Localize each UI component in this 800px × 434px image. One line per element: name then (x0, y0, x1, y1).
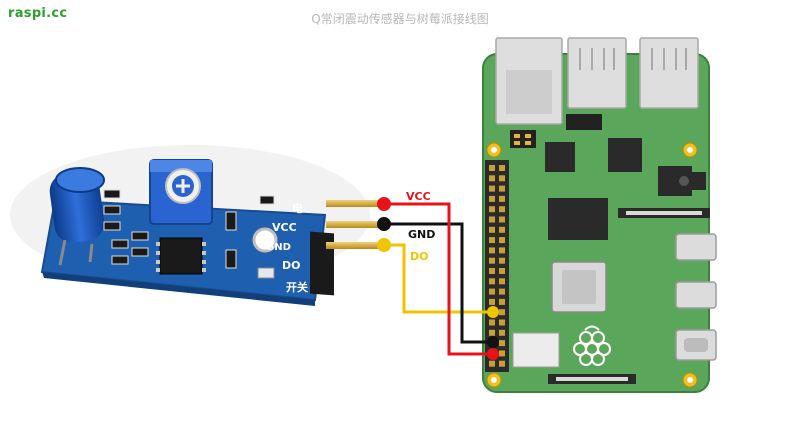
micro-hdmi-port-1 (675, 233, 717, 261)
usb-port-1 (567, 37, 627, 109)
header-pin-gnd (326, 221, 386, 228)
gpio-pin (489, 278, 495, 285)
gpio-pin (499, 268, 505, 274)
silk-label-switch: 开关 (286, 280, 308, 294)
gpio-pin (489, 288, 495, 295)
brand-logo-text: raspi.cc (8, 6, 68, 21)
pi-component (566, 114, 602, 130)
pi-vcc-pin-dot (487, 348, 499, 360)
wire-vcc (384, 202, 493, 356)
gpio-pin (499, 206, 505, 213)
potentiometer (149, 159, 213, 225)
usb-port-2 (639, 37, 699, 109)
pin-header-block (310, 231, 334, 296)
gpio-pin (499, 278, 505, 285)
raspberry-logo (573, 325, 611, 366)
gpio-pin (489, 195, 495, 202)
gnd-label: GND (408, 228, 435, 241)
vibration-sensor-module: 电 VCC GND DO 开关 (40, 159, 386, 306)
sensor-pcb-edge (42, 272, 315, 306)
diagram-title: Q常闭震动传感器与树莓派接线图 (311, 12, 489, 26)
wire-gnd (384, 222, 493, 344)
gpio-pin (499, 247, 505, 254)
gpio-pin (499, 216, 505, 223)
gpio-pin (499, 340, 505, 347)
pi-chip-small (608, 138, 642, 172)
do-label: DO (410, 250, 428, 263)
gpio-pin (489, 165, 495, 171)
pi-gnd-pin-dot (487, 336, 499, 348)
pi-wireless-module (512, 332, 560, 368)
silk-label-do: DO (282, 259, 300, 272)
gpio-pin (499, 237, 505, 244)
gpio-pin (499, 257, 505, 264)
pi-chip-small (545, 142, 575, 172)
gpio-pin (499, 185, 505, 192)
header-pin-vcc (326, 200, 386, 207)
poe-header (510, 130, 536, 148)
vcc-connection-dot (377, 197, 391, 211)
gpio-pin (489, 206, 495, 213)
mounting-hole (252, 227, 278, 253)
gpio-pin (499, 350, 505, 357)
gpio-pin (499, 165, 505, 171)
gpio-pin (489, 268, 495, 274)
tilt-switch-cylinder (49, 167, 105, 266)
gpio-pin (499, 175, 505, 182)
raspberry-pi-board (482, 37, 717, 393)
gpio-pin (499, 195, 505, 202)
gpio-pin (489, 175, 495, 182)
gpio-pin (499, 309, 505, 316)
gpio-pin (489, 319, 495, 326)
pi-ram-chip (548, 198, 608, 240)
comparator-chip (156, 237, 206, 275)
gpio-pin (489, 247, 495, 254)
micro-hdmi-port-2 (675, 281, 717, 309)
gpio-pin (489, 298, 495, 305)
gpio-pin (499, 319, 505, 326)
gpio-pin (499, 360, 505, 367)
gpio-pin (499, 288, 505, 295)
gpio-pin (489, 257, 495, 264)
gpio-pin (499, 298, 505, 305)
gpio-pin (489, 360, 495, 367)
header-pin-do (326, 242, 386, 249)
smd-components (103, 189, 275, 279)
wire-do (384, 243, 493, 314)
wiring: VCC GND DO (377, 190, 499, 360)
gpio-pin (499, 329, 505, 336)
gpio-pin (499, 226, 505, 233)
silk-label-vcc: VCC (272, 221, 297, 234)
gnd-connection-dot (377, 217, 391, 231)
gpio-pin (489, 216, 495, 223)
gpio-pin (489, 329, 495, 336)
gpio-header (485, 160, 509, 372)
pi-do-pin-dot (487, 306, 499, 318)
gpio-pin (489, 226, 495, 233)
gpio-pin (489, 185, 495, 192)
gpio-pin (489, 237, 495, 244)
silk-label-gnd: GND (266, 242, 291, 253)
do-connection-dot (377, 238, 391, 252)
vcc-label: VCC (406, 190, 431, 203)
silk-label-power: 电 (292, 201, 303, 215)
